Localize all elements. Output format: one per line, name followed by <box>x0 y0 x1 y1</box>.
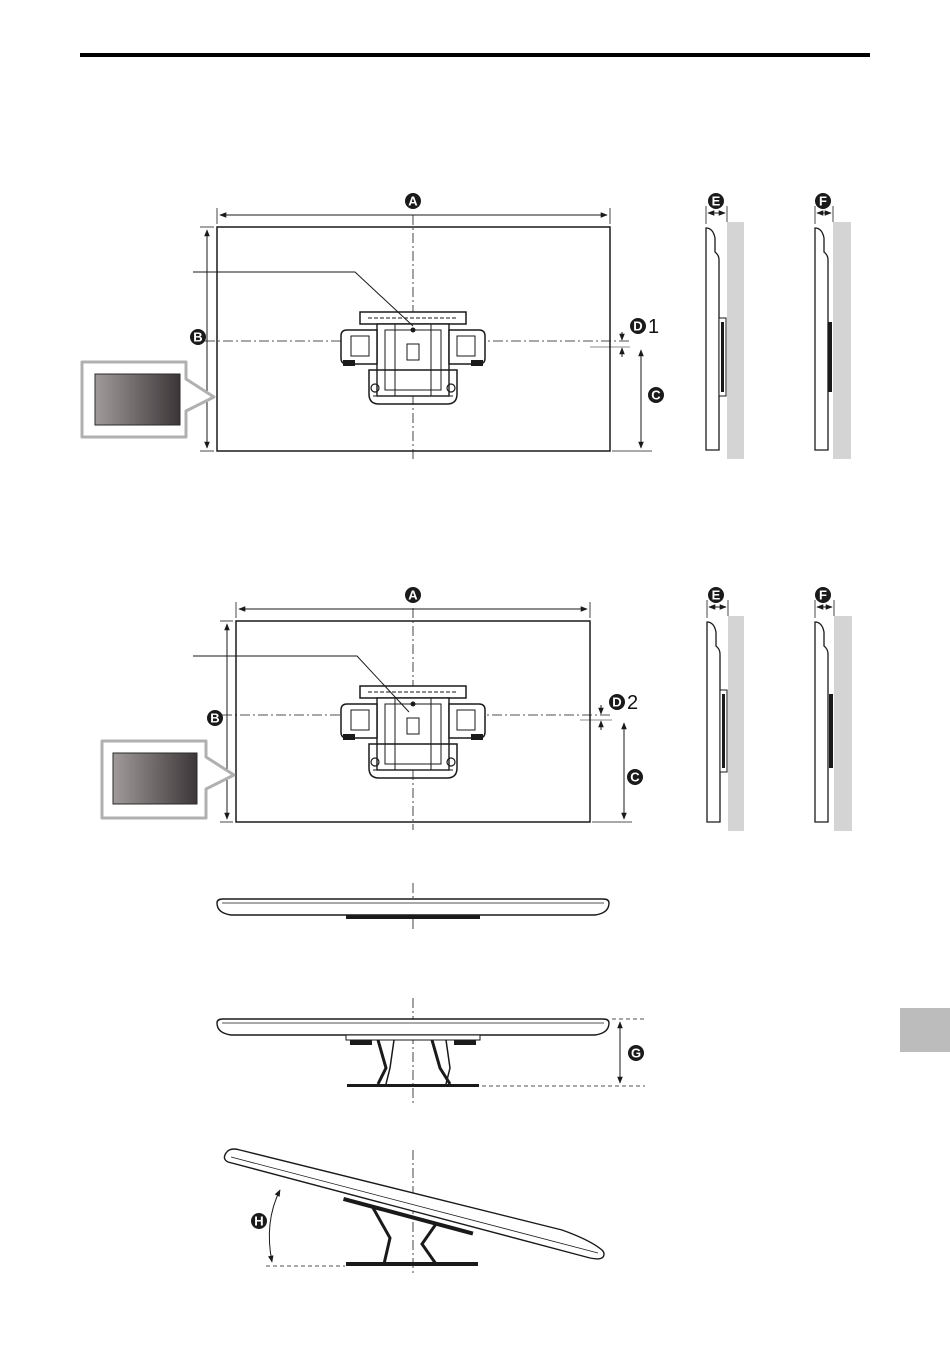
label-b-badge: B <box>207 710 223 726</box>
label-e-text: E <box>712 194 721 209</box>
tv-thumbnail-screen <box>113 753 197 804</box>
d-suffix-1: 1 <box>648 316 659 338</box>
figure-2-side-view-e: E <box>707 587 744 831</box>
figure-1: A B C D 1 <box>82 193 664 460</box>
label-b-text: B <box>210 711 219 726</box>
label-d-badge: D <box>630 318 646 334</box>
top-view-extended: G <box>217 998 645 1104</box>
d-suffix-2: 2 <box>627 692 638 714</box>
wall <box>834 616 852 831</box>
label-d-text: D <box>612 695 621 710</box>
label-g-text: G <box>631 1046 641 1061</box>
figure-1-side-view-e: E <box>706 193 744 459</box>
label-a-badge: A <box>405 193 421 209</box>
wall <box>728 616 744 831</box>
label-b-badge: B <box>190 329 206 345</box>
label-c-text: C <box>630 770 640 785</box>
tv-thumbnail-screen <box>95 374 180 425</box>
top-view-flush <box>217 883 609 932</box>
wall <box>833 222 851 459</box>
tv-thumbnail-callout <box>102 741 234 818</box>
label-h-text: H <box>254 1214 263 1229</box>
figure-1-side-view-f: F <box>815 193 851 459</box>
label-d-badge: D <box>609 694 625 710</box>
label-c-text: C <box>651 388 661 403</box>
figure-2: A B C D 2 <box>102 587 643 830</box>
label-f-text: F <box>819 588 827 603</box>
label-d-text: D <box>633 319 642 334</box>
header-rule <box>80 53 870 57</box>
label-c-badge: C <box>627 769 643 785</box>
figure-2-side-view-f: F <box>815 587 852 831</box>
wall <box>727 222 744 459</box>
label-a-text: A <box>408 588 418 603</box>
label-a-text: A <box>408 194 418 209</box>
label-b-text: B <box>193 330 202 345</box>
label-e-text: E <box>712 588 721 603</box>
label-c-badge: C <box>648 387 664 403</box>
label-a-badge: A <box>405 587 421 603</box>
label-f-text: F <box>819 194 827 209</box>
tv-thumbnail-callout <box>82 362 214 437</box>
section-tab <box>900 1008 950 1052</box>
top-view-swivel: H <box>224 1149 604 1275</box>
